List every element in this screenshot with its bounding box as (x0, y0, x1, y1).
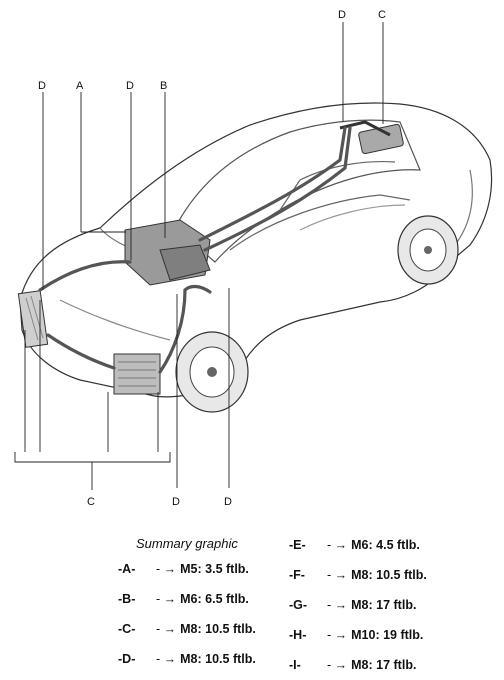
legend-value: M8: 10.5 ftlb. (180, 622, 256, 636)
legend-row-c: -C- - →M8: 10.5 ftlb. (118, 622, 256, 636)
legend-key: -C- (118, 622, 136, 636)
arrow-icon: - → (327, 538, 348, 552)
callout-d-top-right: D (338, 9, 346, 21)
legend-key: -G- (289, 598, 308, 612)
callout-leader-lines (14, 22, 384, 490)
legend-value: M8: 10.5 ftlb. (351, 568, 427, 582)
legend-key: -A- (118, 562, 136, 576)
legend-key: -F- (289, 568, 305, 582)
legend-key: -B- (118, 592, 136, 606)
arrow-icon: - → (156, 622, 177, 636)
callout-d-top-mid: D (126, 80, 134, 92)
legend-value: M6: 6.5 ftlb. (180, 592, 249, 606)
left-condenser (17, 290, 49, 348)
arrow-icon: - → (156, 652, 177, 666)
legend-value: M6: 4.5 ftlb. (351, 538, 420, 552)
legend-key: -D- (118, 652, 136, 666)
arrow-icon: - → (156, 592, 177, 606)
legend-title: Summary graphic (136, 536, 238, 551)
right-condenser (113, 353, 161, 395)
legend-value: M8: 17 ftlb. (351, 598, 417, 612)
legend-row-b: -B- - →M6: 6.5 ftlb. (118, 592, 249, 606)
rear-wheel (397, 215, 459, 285)
rear-compressor (339, 120, 404, 155)
legend-key: -H- (289, 628, 307, 642)
arrow-icon: - → (156, 562, 177, 576)
callout-d-bottom-right: D (224, 496, 232, 508)
legend-row-h: -H- - →M10: 19 ftlb. (289, 628, 423, 642)
legend-value: M5: 3.5 ftlb. (180, 562, 249, 576)
callout-d-top-left: D (38, 80, 46, 92)
legend-row-g: -G- - →M8: 17 ftlb. (289, 598, 416, 612)
refrigerant-lines (38, 126, 352, 374)
arrow-icon: - → (327, 598, 348, 612)
legend-row-f: -F- - →M8: 10.5 ftlb. (289, 568, 427, 582)
callout-b-top: B (160, 80, 167, 92)
callout-d-bottom-left: D (172, 496, 180, 508)
legend-row-i: -I- - →M8: 17 ftlb. (289, 658, 416, 672)
legend-value: M10: 19 ftlb. (351, 628, 424, 642)
car-ac-system-illustration: D A D B D C C D D (14, 9, 493, 508)
legend-value: M8: 17 ftlb. (351, 658, 417, 672)
legend-row-d: -D- - →M8: 10.5 ftlb. (118, 652, 256, 666)
arrow-icon: - → (327, 658, 348, 672)
central-ac-module (124, 219, 211, 286)
callout-c-top: C (378, 9, 386, 21)
legend-row-e: -E- - →M6: 4.5 ftlb. (289, 538, 420, 552)
legend-row-a: -A- - →M5: 3.5 ftlb. (118, 562, 249, 576)
legend-key: -I- (289, 658, 301, 672)
arrow-icon: - → (327, 628, 348, 642)
front-wheel (175, 331, 249, 413)
legend-value: M8: 10.5 ftlb. (180, 652, 256, 666)
callout-c-bottom: C (87, 496, 95, 508)
callout-a-top: A (76, 80, 84, 92)
arrow-icon: - → (327, 568, 348, 582)
legend-key: -E- (289, 538, 306, 552)
